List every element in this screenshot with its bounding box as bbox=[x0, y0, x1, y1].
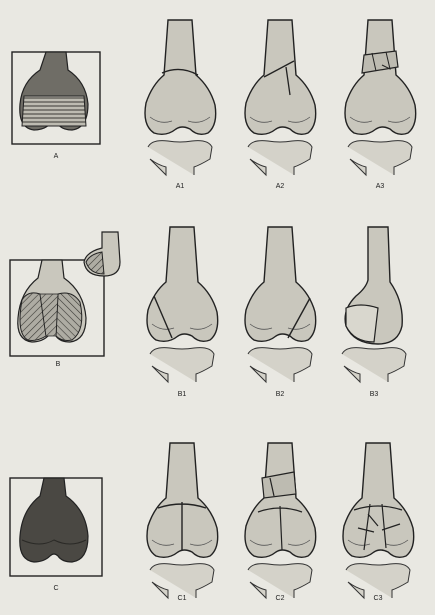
type-a-key-box bbox=[12, 52, 100, 144]
diagram-a2 bbox=[245, 20, 316, 175]
label-c3: C3 bbox=[374, 595, 383, 602]
diagram-c1 bbox=[147, 443, 218, 598]
diagram-b2 bbox=[245, 227, 316, 382]
type-b-key-box bbox=[10, 260, 104, 356]
label-a2: A2 bbox=[276, 183, 285, 190]
label-a1: A1 bbox=[176, 183, 185, 190]
label-b3: B3 bbox=[370, 391, 379, 398]
diagram-a3 bbox=[345, 20, 416, 175]
diagram-a1 bbox=[145, 20, 216, 175]
diagram-c3 bbox=[343, 443, 414, 598]
diagram-b3 bbox=[342, 227, 406, 382]
label-a: A bbox=[54, 153, 59, 160]
diagram-c2 bbox=[245, 443, 316, 598]
label-b2: B2 bbox=[276, 391, 285, 398]
label-c1: C1 bbox=[178, 595, 187, 602]
diagram-b1 bbox=[147, 227, 218, 382]
label-a3: A3 bbox=[376, 183, 385, 190]
label-c2: C2 bbox=[276, 595, 285, 602]
type-c-key-box bbox=[10, 478, 102, 576]
type-b-lateral-view bbox=[84, 232, 120, 276]
label-b: B bbox=[56, 361, 61, 368]
label-c: C bbox=[53, 585, 58, 592]
label-b1: B1 bbox=[178, 391, 187, 398]
